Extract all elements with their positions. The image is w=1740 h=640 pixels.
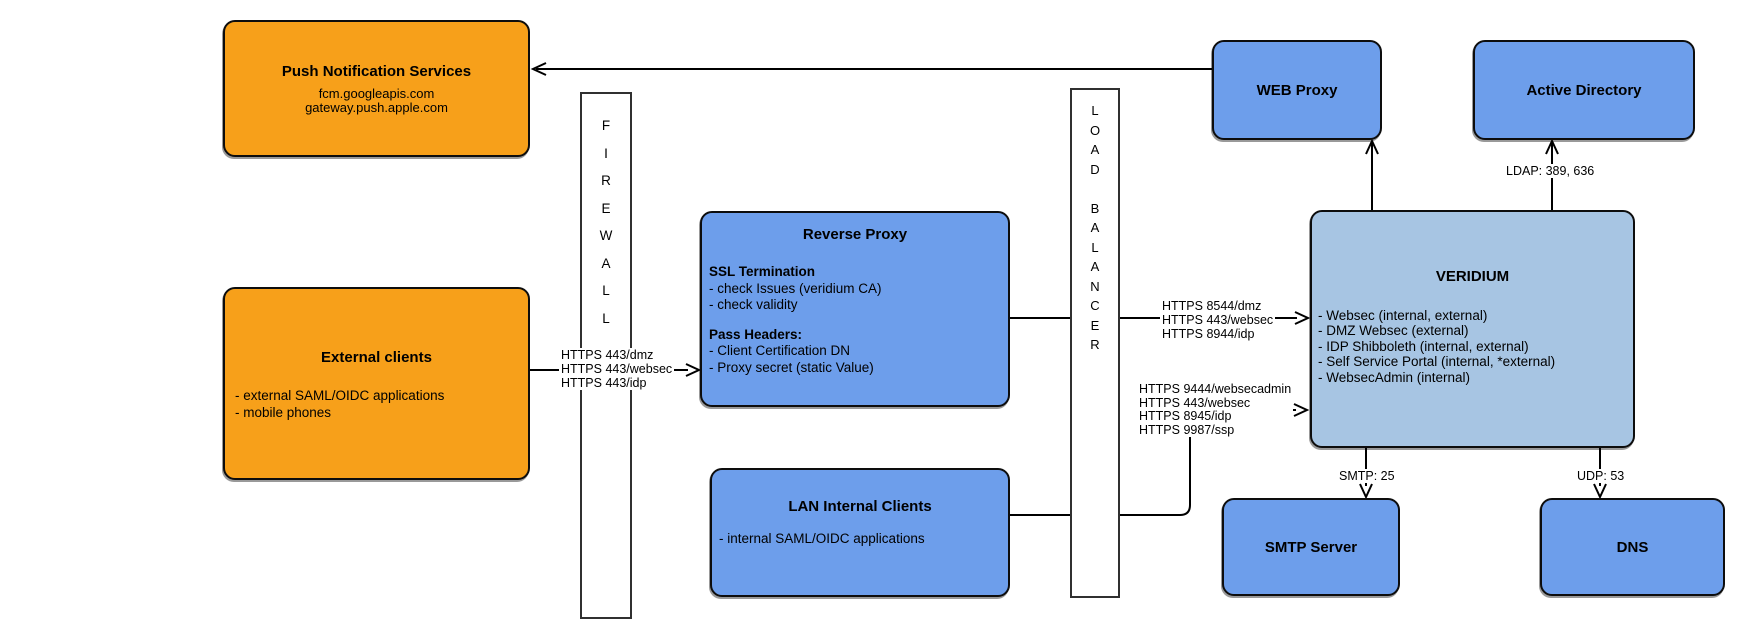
external-clients-item: - mobile phones bbox=[235, 404, 332, 420]
node-push-notification-services: Push Notification Services fcm.googleapi… bbox=[223, 20, 530, 157]
edge-label-reverseproxy-to-veridium: HTTPS 8544/dmz HTTPS 443/websec HTTPS 89… bbox=[1160, 299, 1276, 341]
node-dns: DNS bbox=[1540, 498, 1725, 596]
veridium-title: VERIDIUM bbox=[1435, 268, 1510, 285]
push-host-apns: gateway.push.apple.com bbox=[305, 99, 448, 115]
arrowhead-down-smtp bbox=[1359, 483, 1373, 500]
edge-label-ldap: LDAP: 389, 636 bbox=[1504, 164, 1597, 178]
arrowhead-left-push bbox=[530, 62, 547, 76]
veridium-item: - WebsecAdmin (internal) bbox=[1318, 369, 1471, 385]
veridium-item: - IDP Shibboleth (internal, external) bbox=[1318, 338, 1529, 354]
reverse-proxy-item: - check validity bbox=[709, 297, 798, 312]
node-load-balancer: L O A D B A L A N C E R bbox=[1070, 88, 1120, 598]
node-lan-internal-clients: LAN Internal Clients - internal SAML/OID… bbox=[710, 468, 1010, 597]
push-title: Push Notification Services bbox=[281, 63, 472, 80]
arrowhead-up-activedirectory bbox=[1545, 138, 1559, 155]
load-balancer-label: L O A D B A L A N C E R bbox=[1089, 103, 1101, 352]
edge-label-smtp: SMTP: 25 bbox=[1337, 469, 1397, 483]
arrowhead-right-veridium-top bbox=[1294, 311, 1311, 325]
reverse-proxy-item: - check Issues (veridium CA) bbox=[709, 280, 882, 296]
dns-title: DNS bbox=[1616, 538, 1649, 556]
lan-internal-clients-title: LAN Internal Clients bbox=[788, 498, 932, 515]
node-external-clients: External clients - external SAML/OIDC ap… bbox=[223, 287, 530, 480]
firewall-label: F I R E W A L L bbox=[599, 118, 613, 326]
reverse-proxy-section-heading: SSL Termination bbox=[709, 264, 816, 279]
smtp-server-title: SMTP Server bbox=[1264, 538, 1358, 556]
web-proxy-title: WEB Proxy bbox=[1256, 81, 1338, 99]
arrowhead-right-reverseproxy bbox=[685, 363, 702, 377]
lan-internal-clients-item: - internal SAML/OIDC applications bbox=[719, 531, 925, 546]
reverse-proxy-title: Reverse Proxy bbox=[802, 226, 908, 243]
node-veridium: VERIDIUM - Websec (internal, external) -… bbox=[1310, 210, 1635, 448]
node-web-proxy: WEB Proxy bbox=[1212, 40, 1382, 140]
active-directory-title: Active Directory bbox=[1526, 81, 1642, 99]
node-active-directory: Active Directory bbox=[1473, 40, 1695, 140]
external-clients-title: External clients bbox=[321, 349, 432, 366]
edge-label-udp: UDP: 53 bbox=[1575, 469, 1627, 483]
reverse-proxy-item: - Proxy secret (static Value) bbox=[709, 359, 874, 375]
veridium-item: - Self Service Portal (internal, *extern… bbox=[1318, 354, 1556, 370]
arrowhead-up-webproxy bbox=[1365, 138, 1379, 155]
veridium-item: - Websec (internal, external) bbox=[1318, 308, 1488, 323]
veridium-item: - DMZ Websec (external) bbox=[1318, 323, 1469, 339]
arrowhead-down-dns bbox=[1593, 483, 1607, 500]
push-host-fcm: fcm.googleapis.com bbox=[318, 86, 435, 101]
node-reverse-proxy: Reverse Proxy SSL Termination - check Is… bbox=[700, 211, 1010, 407]
node-smtp-server: SMTP Server bbox=[1222, 498, 1400, 596]
reverse-proxy-item: - Client Certification DN bbox=[709, 343, 851, 358]
edge-label-lan-to-veridium: HTTPS 9444/websecadmin HTTPS 443/websec … bbox=[1137, 382, 1294, 437]
reverse-proxy-section-heading: Pass Headers: bbox=[709, 326, 803, 342]
arrowhead-right-veridium-bottom bbox=[1293, 403, 1310, 417]
external-clients-item: - external SAML/OIDC applications bbox=[235, 388, 445, 403]
edge-label-external-to-reverseproxy: HTTPS 443/dmz HTTPS 443/websec HTTPS 443… bbox=[559, 348, 675, 390]
